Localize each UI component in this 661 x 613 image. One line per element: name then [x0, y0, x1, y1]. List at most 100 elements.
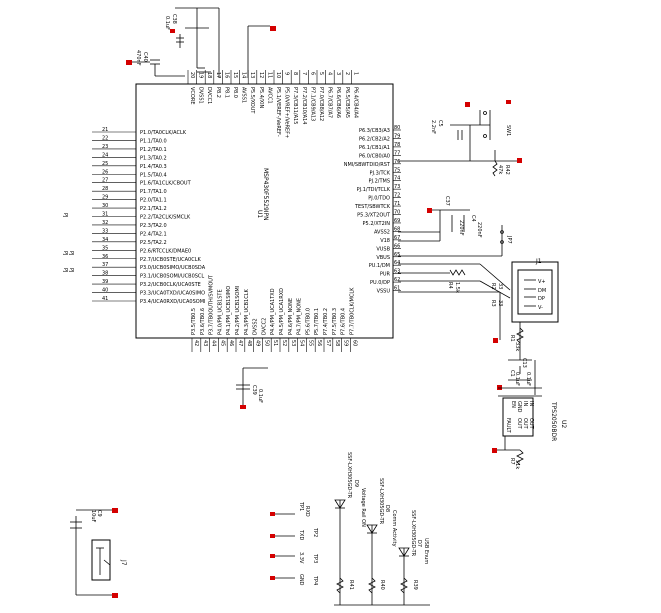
mcu-pin-number: 29 — [102, 195, 108, 201]
mcu-pin-number: 70 — [394, 210, 400, 216]
mcu-pin-name: P6.3/CB3/A3 — [359, 128, 390, 134]
mcu-pin-name: P2.5/TA2.2 — [140, 240, 167, 246]
mcu-pin-number: 45 — [219, 340, 225, 346]
mcu-pin-number: 10 — [275, 72, 281, 78]
d9-ref: D9 — [353, 480, 359, 487]
u2-pin-out2: OUT — [522, 418, 528, 430]
mcu-part-number: MSP430F5529IPN — [262, 168, 269, 221]
mcu-pin-name: P3.6/TB0.6 — [200, 308, 206, 335]
gnd-symbol — [240, 405, 246, 409]
usb-data-lines: R4 1.5k R2 33 R3 33 — [398, 263, 511, 307]
mcu-pin-name: P6.2/CB2/A2 — [359, 136, 390, 142]
mcu-pin-name: P1.0/TA0CLK/ACLK — [140, 130, 187, 136]
u2-pin-en: EN — [510, 401, 516, 408]
resistor-r7: R7 51k — [509, 449, 524, 469]
mcu-pin-name: P8.0 — [232, 87, 238, 98]
mcu-pin-name: P6.6/CB6/A6 — [335, 87, 341, 118]
mcu-pin-name: P5.7/TB0.1 — [314, 308, 320, 335]
mcu-pin-number: 78 — [394, 142, 400, 148]
ic-u2: GND IN IN EN OUT OUT OUT FAULT TPS2050BD… — [502, 397, 567, 441]
tp4-label: GND — [298, 574, 304, 586]
mcu-pin-name: PU.0/DP — [370, 280, 390, 286]
mcu-pin-name: P3.2/UCB0CLK/UCA0STE — [140, 282, 201, 288]
mcu-pin-number: 33 — [102, 228, 108, 234]
mcu-pin-name: P2.7/UCB0STE/UCA0CLK — [140, 257, 202, 263]
mcu-pin-name: DVCC2 — [261, 318, 267, 335]
mcu-pin-name: VBUS — [376, 255, 390, 261]
r41-ref: R41 — [348, 580, 354, 590]
mcu-pin-name: P1.5/TA0.4 — [140, 172, 167, 178]
led-d8: SSF-LXH305GD-TR D8 Comm Activity — [366, 478, 397, 605]
mcu-pin-name: P3.5/TB0.5 — [191, 308, 197, 335]
mcu-pin-number: 27 — [102, 178, 108, 184]
mcu-pin-number: 46 — [228, 340, 234, 346]
usb-caps: C37 220nF C4 220nF — [398, 196, 482, 242]
mcu-pin-number: 79 — [394, 133, 400, 139]
mcu-pin-name: AVCC1 — [266, 87, 272, 104]
gnd-symbol — [112, 593, 118, 598]
reset-network: C5 2.2nF SW1 R42 47k — [398, 110, 520, 177]
side-label: PJ — [68, 251, 74, 256]
mcu-pin-number: 76 — [394, 159, 400, 165]
test-point-tp4: TP4 GND — [270, 574, 318, 586]
side-label: PJ — [62, 268, 68, 273]
d7-ref: D7 — [416, 540, 422, 547]
mcu-top-pins: 20VCORE19DVSS118DVCC117P8.216P8.115P8.01… — [187, 70, 358, 138]
r7-value: 51k — [514, 460, 520, 469]
mcu-pin-number: 13 — [249, 72, 255, 78]
r1-ref: R1 — [509, 335, 515, 342]
mcu-pin-name: AVSS1 — [241, 87, 247, 103]
mcu-pin-number: 63 — [394, 269, 400, 275]
mcu-pin-name: P7.5/TB0.3 — [332, 308, 338, 335]
c40-ref: C40 — [142, 52, 148, 62]
mcu-pin-name: P7.2/CB10/A14 — [301, 87, 307, 124]
mcu-pin-number: 54 — [299, 340, 305, 346]
mcu-pin-name: P2.0/TA1.1 — [140, 198, 167, 204]
gnd-symbol — [270, 26, 276, 31]
mcu-pin-name: P7.1/CB9/A13 — [309, 87, 315, 121]
c39-value: 0.1uF — [257, 389, 263, 403]
mcu-pin-name: P4.2/PM_UCB1SOMI — [235, 286, 241, 335]
mcu-pin-number: 31 — [102, 212, 108, 218]
resistor-r1: R1 33k — [509, 327, 524, 351]
mcu-pin-number: 21 — [102, 127, 108, 133]
r2-value: 33 — [497, 283, 503, 289]
mcu-pin-name: P2.4/TA2.1 — [140, 231, 167, 237]
mcu-pin-name: P3.4/UCA0RXD/UCA0SOMI — [140, 299, 206, 305]
d7-note: USB Enum — [423, 538, 429, 564]
d9-part: SSF-LXH305GD-TR — [346, 452, 352, 499]
mcu-pin-name: P7.7/TB0CLK/MCLK — [349, 287, 355, 335]
gnd-symbol — [126, 60, 132, 65]
mcu-pin-number: 9 — [284, 72, 290, 75]
mcu-pin-name: P2.3/TA2.0 — [140, 223, 167, 229]
mcu-pin-number: 18 — [206, 72, 212, 78]
mcu-pin-number: 80 — [394, 125, 400, 131]
mcu-pin-number: 49 — [255, 340, 261, 346]
mcu-pin-name: PJ.0/TDO — [368, 196, 390, 202]
mcu-pin-number: 35 — [102, 245, 108, 251]
r42-value: 47k — [497, 165, 503, 174]
mcu-pin-number: 57 — [325, 340, 331, 346]
mcu-pin-name: P1.6/TA1CLK/CBOUT — [140, 181, 192, 187]
mcu-pin-number: 59 — [343, 340, 349, 346]
test-point-tp2: TP2 TXD — [270, 527, 318, 540]
mcu-pin-number: 11 — [266, 72, 272, 78]
mcu-pin-number: 60 — [351, 340, 357, 346]
mcu-pin-name: P6.1/CB1/A1 — [359, 145, 390, 151]
mcu-pin-number: 2 — [344, 72, 350, 75]
gnd-symbol — [493, 338, 498, 343]
u2-pin-gnd: GND — [516, 401, 522, 413]
test-point-tp3: TP3 3.3V — [270, 552, 318, 564]
mcu-pin-number: 17 — [215, 72, 221, 78]
mcu-pin-number: 19 — [198, 72, 204, 78]
mcu-pin-name: P5.1/VEREF-/VeREF- — [275, 87, 281, 137]
mcu-pin-name: P5.3/XT2OUT — [357, 213, 391, 219]
mcu-pin-name: PJ.2/TMS — [369, 179, 391, 185]
mcu-pin-name: P6.0/CB0/A0 — [359, 153, 390, 159]
mcu-pin-name: P4.5/PM_UCA1RXD — [279, 288, 285, 335]
mcu-pin-name: P3.1/UCB0SOMI/UCB0SCL — [140, 274, 204, 280]
led-d9: SSF-LXH305GD-TR D9 Voltage Rail ON — [334, 452, 366, 605]
j1-pin-vminus: V- — [538, 305, 543, 311]
